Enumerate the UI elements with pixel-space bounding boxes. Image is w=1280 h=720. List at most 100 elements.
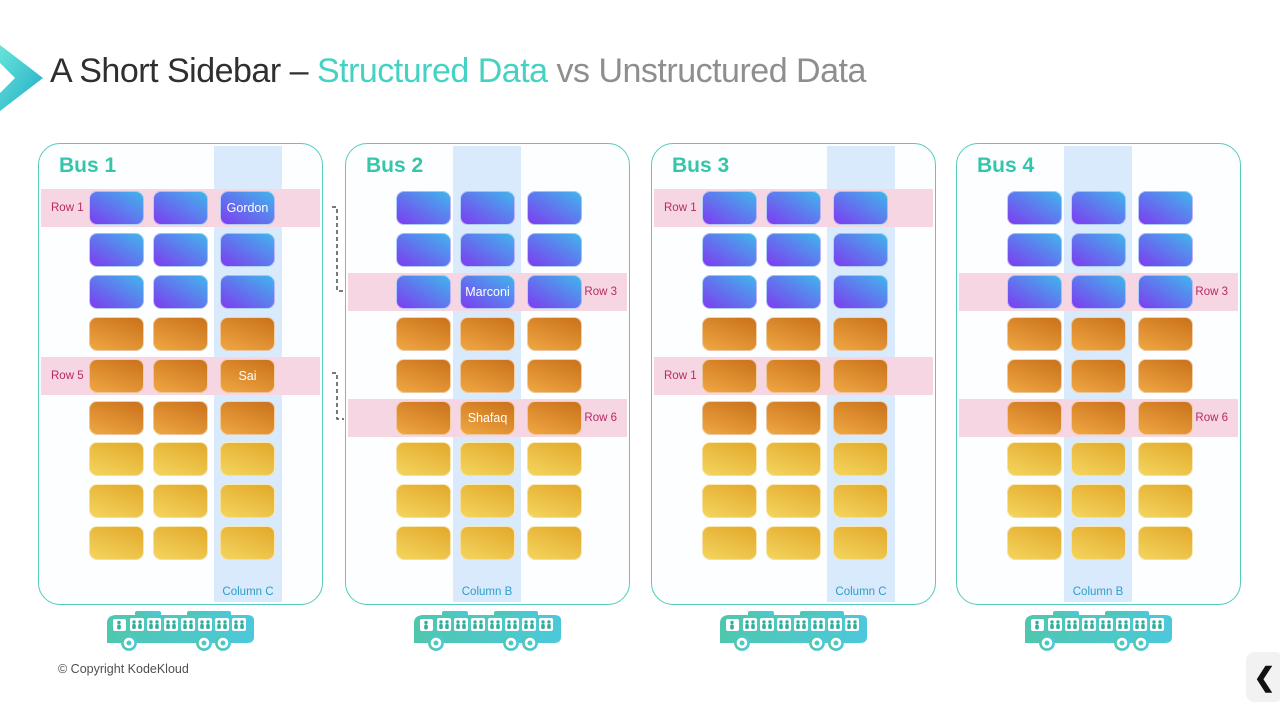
seat — [833, 233, 888, 267]
seat — [1071, 484, 1126, 518]
seat — [220, 317, 275, 351]
seat — [89, 401, 144, 435]
column-label: Column C — [222, 586, 274, 598]
row-label: Row 1 — [51, 202, 84, 214]
seat — [766, 442, 821, 476]
seat — [1007, 484, 1062, 518]
seat — [1138, 317, 1193, 351]
seat — [460, 317, 515, 351]
seat — [1071, 359, 1126, 393]
seat — [89, 191, 144, 225]
column-label: Column B — [461, 586, 513, 598]
row-label: Row 3 — [584, 286, 617, 298]
seat — [153, 317, 208, 351]
row-label: Row 5 — [51, 370, 84, 382]
seat — [396, 233, 451, 267]
seat — [527, 275, 582, 309]
seat — [1007, 401, 1062, 435]
seat — [220, 526, 275, 560]
seat — [1007, 275, 1062, 309]
seat — [153, 401, 208, 435]
row-label: Row 3 — [1195, 286, 1228, 298]
bus-icon — [1024, 611, 1172, 651]
seat — [220, 233, 275, 267]
seat — [153, 233, 208, 267]
seat — [1138, 401, 1193, 435]
seat — [1007, 233, 1062, 267]
seat — [1138, 191, 1193, 225]
seat — [1007, 442, 1062, 476]
seat — [396, 191, 451, 225]
seat — [153, 359, 208, 393]
seat — [833, 484, 888, 518]
bus-title: Bus 4 — [977, 154, 1035, 177]
seat — [460, 526, 515, 560]
seat — [702, 442, 757, 476]
seat — [766, 359, 821, 393]
passenger-name: Shafaq — [467, 411, 508, 425]
seat — [1071, 401, 1126, 435]
seat — [396, 359, 451, 393]
page-title: A Short Sidebar – Structured Data vs Uns… — [50, 52, 866, 91]
bus-title: Bus 2 — [366, 154, 424, 177]
bus-title: Bus 3 — [672, 154, 730, 177]
seat — [833, 401, 888, 435]
seat — [702, 233, 757, 267]
named-seat: Shafaq — [460, 401, 515, 435]
seat — [833, 526, 888, 560]
seat — [1007, 191, 1062, 225]
seat — [89, 359, 144, 393]
seat — [396, 526, 451, 560]
seat — [1071, 233, 1126, 267]
seat — [1138, 526, 1193, 560]
passenger-name: Marconi — [465, 285, 510, 299]
named-seat: Marconi — [460, 275, 515, 309]
seat — [833, 191, 888, 225]
seat — [1071, 442, 1126, 476]
seat — [460, 359, 515, 393]
title-part-teal: Structured Data — [316, 52, 548, 90]
seat — [702, 317, 757, 351]
seat — [527, 359, 582, 393]
back-chevron-icon: ❮ — [1253, 661, 1276, 692]
seat — [702, 526, 757, 560]
named-seat: Sai — [220, 359, 275, 393]
seat — [1007, 526, 1062, 560]
seat — [1071, 317, 1126, 351]
seat — [527, 317, 582, 351]
back-button[interactable]: ❮ — [1246, 652, 1280, 702]
bus-icon — [413, 611, 561, 651]
row-label: Row 1 — [664, 370, 697, 382]
title-part-dark: A Short Sidebar – — [50, 52, 317, 90]
row-mapping-connector — [332, 206, 345, 420]
seat — [220, 484, 275, 518]
seat — [153, 191, 208, 225]
row-label: Row 6 — [584, 412, 617, 424]
seat — [702, 275, 757, 309]
copyright-text: © Copyright KodeKloud — [58, 662, 189, 676]
row-label: Row 1 — [664, 202, 697, 214]
seat — [766, 191, 821, 225]
seat — [527, 191, 582, 225]
seat — [702, 401, 757, 435]
seat — [396, 401, 451, 435]
seat — [527, 484, 582, 518]
named-seat: Gordon — [220, 191, 275, 225]
seat — [766, 275, 821, 309]
seat — [153, 442, 208, 476]
seat — [460, 191, 515, 225]
seat — [527, 401, 582, 435]
seat — [766, 484, 821, 518]
seat — [460, 233, 515, 267]
seat — [702, 484, 757, 518]
seat — [220, 275, 275, 309]
seat — [1007, 317, 1062, 351]
seat — [89, 275, 144, 309]
row-label: Row 6 — [1195, 412, 1228, 424]
kodekloud-logo-chevron-icon — [0, 45, 43, 111]
seat — [89, 233, 144, 267]
